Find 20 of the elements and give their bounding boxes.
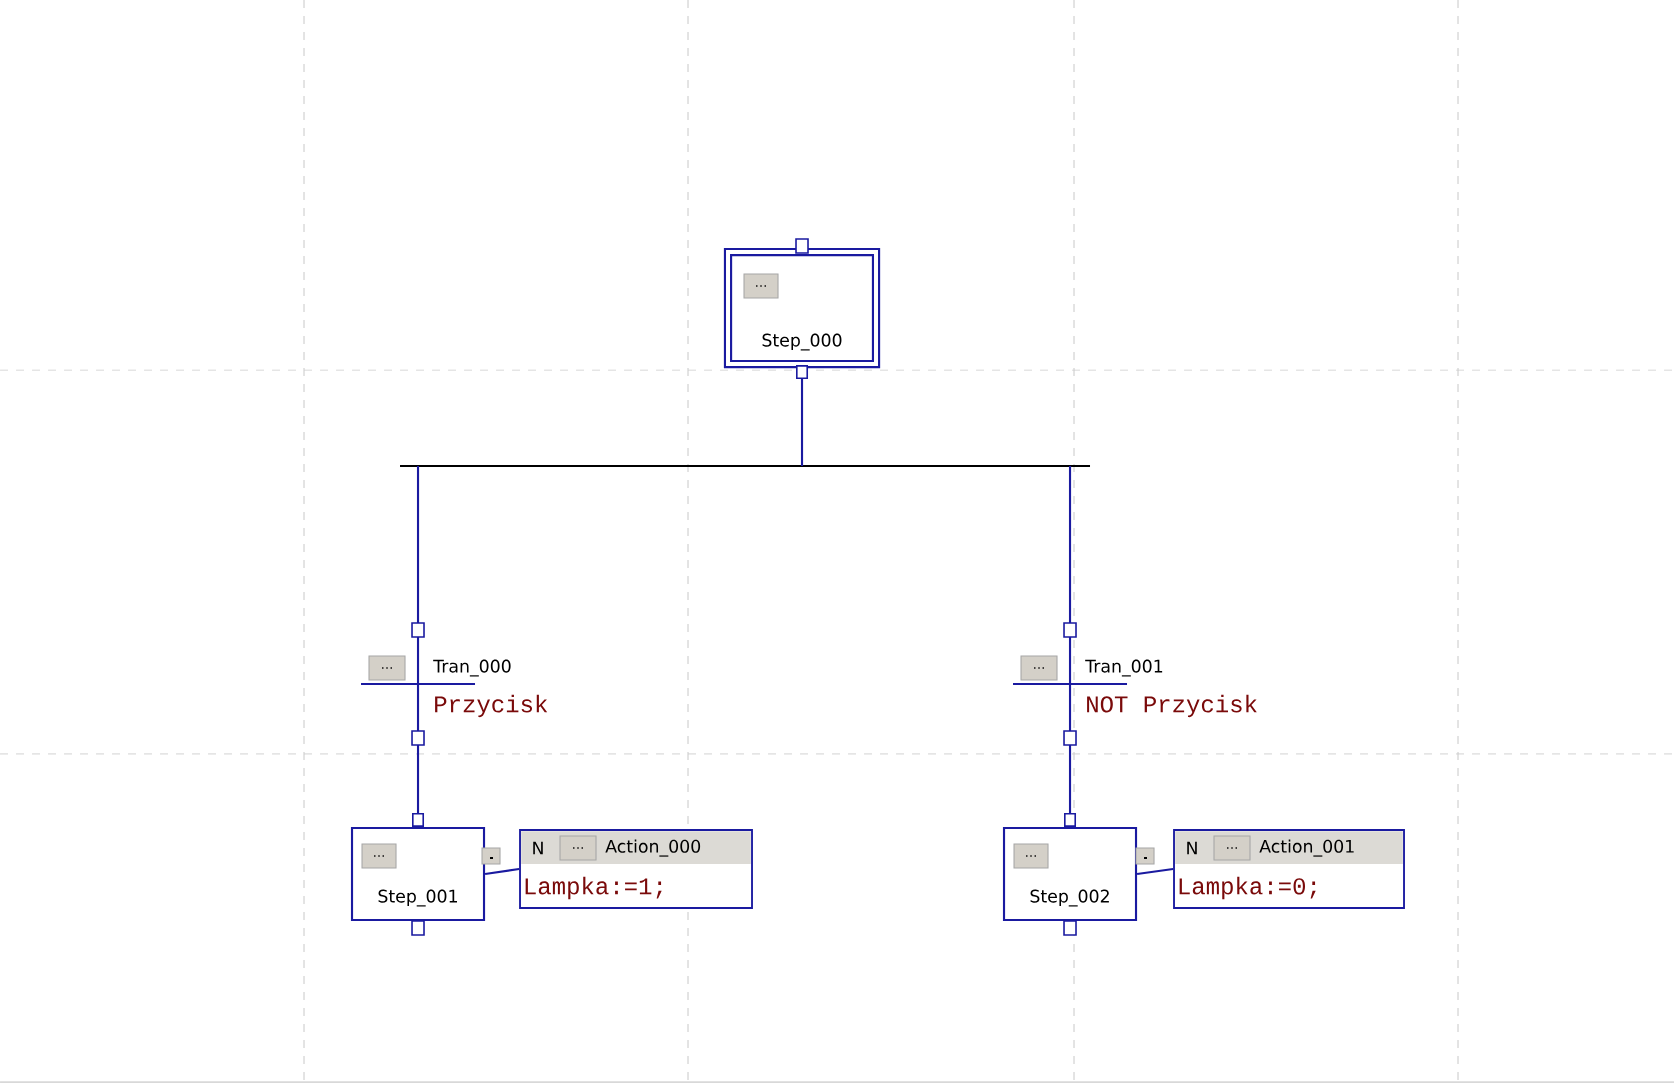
step-name: Step_002: [1030, 889, 1109, 907]
step-name: Step_000: [762, 333, 842, 351]
step-name: Step_001: [378, 889, 457, 907]
connector-line: [1068, 466, 1072, 684]
qualifier: N: [533, 841, 543, 855]
connector-line: [412, 684, 425, 827]
transition-condition: NOT Przycisk: [1087, 694, 1257, 718]
connector-line: [484, 867, 520, 876]
transition-name: Tran_000: [433, 659, 511, 677]
connector-line: [416, 466, 420, 684]
connector-line: [796, 365, 808, 466]
connector-line: [1064, 684, 1076, 827]
action-name: Action_001: [1259, 839, 1354, 857]
connector-line: [1136, 867, 1174, 876]
qualifier: N: [1187, 841, 1197, 855]
action-code: Lampka:=0;: [1179, 876, 1316, 900]
transition-condition: Przycisk: [435, 694, 548, 718]
action-code: Lampka:=1;: [525, 876, 662, 900]
transition-name: Tran_001: [1085, 659, 1163, 677]
action-name: Action_000: [605, 839, 701, 857]
